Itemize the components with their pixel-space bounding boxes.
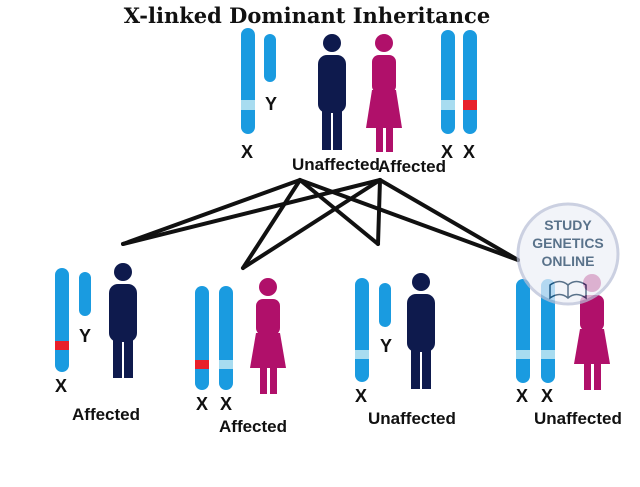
x-chromosome <box>541 279 555 383</box>
cross-line <box>298 178 380 246</box>
child-4-status: Unaffected <box>534 409 622 428</box>
x-label: X <box>196 394 208 414</box>
mother-chromosomes: X X <box>441 30 477 162</box>
child-1: X Y Affected <box>55 263 140 424</box>
y-label: Y <box>380 336 392 356</box>
x-label: X <box>516 386 528 406</box>
cross-line <box>298 178 520 262</box>
x-chromosome-mutant <box>463 30 477 134</box>
cross-line <box>121 178 382 246</box>
x-chromosome <box>219 286 233 390</box>
y-chromosome <box>264 34 276 82</box>
cross-line <box>121 178 302 246</box>
logo-line-2: GENETICS <box>532 235 604 251</box>
x-label: X <box>441 142 453 162</box>
female-figure <box>250 278 286 394</box>
x-chromosome-mutant <box>195 286 209 390</box>
y-label: Y <box>265 94 277 114</box>
child-3: X Y Unaffected <box>355 273 456 428</box>
x-label: X <box>220 394 232 414</box>
cross-line <box>376 178 382 246</box>
cross-lines <box>121 178 520 270</box>
x-label: X <box>541 386 553 406</box>
father-chromosomes: X Y <box>241 28 277 162</box>
x-label: X <box>463 142 475 162</box>
cross-line <box>378 178 520 262</box>
mother-figure <box>366 34 402 152</box>
male-figure <box>109 263 137 378</box>
x-label: X <box>241 142 253 162</box>
study-genetics-online-logo: STUDY GENETICS ONLINE <box>516 202 620 306</box>
logo-line-1: STUDY <box>544 217 592 233</box>
y-chromosome <box>79 272 91 316</box>
mother-status: Affected <box>378 157 446 176</box>
child-1-status: Affected <box>72 405 140 424</box>
logo-line-3: ONLINE <box>542 253 595 269</box>
x-label: X <box>355 386 367 406</box>
x-chromosome <box>516 279 530 383</box>
x-chromosome <box>241 28 255 134</box>
diagram-title: X-linked Dominant Inheritance <box>124 3 490 28</box>
father-status: Unaffected <box>292 155 380 174</box>
x-label: X <box>55 376 67 396</box>
y-chromosome <box>379 283 391 327</box>
cross-line <box>241 178 302 270</box>
child-2: X X Affected <box>195 278 287 436</box>
book-icon <box>549 280 587 300</box>
child-3-status: Unaffected <box>368 409 456 428</box>
father-figure <box>318 34 346 150</box>
x-chromosome <box>355 278 369 382</box>
male-figure <box>407 273 435 389</box>
child-2-status: Affected <box>219 417 287 436</box>
x-chromosome <box>441 30 455 134</box>
cross-line <box>241 178 382 270</box>
x-chromosome-mutant <box>55 268 69 372</box>
y-label: Y <box>79 326 91 346</box>
